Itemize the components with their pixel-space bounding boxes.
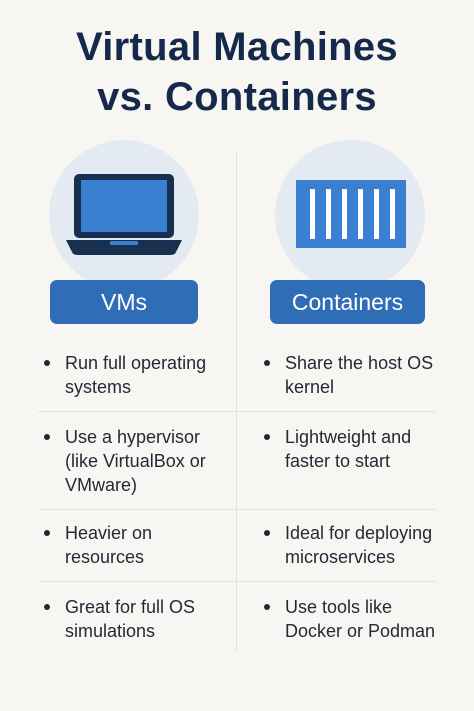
bullet-dot-icon [264, 530, 270, 536]
vms-label: VMs [50, 280, 198, 324]
bullet-dot-icon [264, 604, 270, 610]
container-bullet-item: Share the host OS kernel [264, 351, 435, 399]
vm-bullet-item: Run full operating systems [44, 351, 225, 399]
container-bullet-text: Use tools like Docker or Podman [285, 597, 436, 641]
vm-bullet-text: Run full operating systems [65, 353, 207, 397]
bullet-dot-icon [264, 360, 270, 366]
container-bullet-text: Share the host OS kernel [285, 353, 434, 397]
container-bullet-item: Ideal for deploying microservices [264, 521, 450, 569]
bullet-dot-icon [44, 360, 50, 366]
bullet-dot-icon [44, 604, 50, 610]
bullet-dot-icon [44, 530, 50, 536]
vm-bullet-item: Use a hypervisor (like VirtualBox or VMw… [44, 425, 235, 497]
container-bullet-text: Lightweight and faster to start [285, 427, 412, 471]
vm-bullet-item: Heavier on resources [44, 521, 215, 569]
vm-bullet-text: Use a hypervisor (like VirtualBox or VMw… [65, 427, 206, 495]
container-bullet-item: Use tools like Docker or Podman [264, 595, 450, 643]
title-line-2: vs. Containers [97, 75, 377, 119]
vm-bullet-item: Great for full OS simulations [44, 595, 225, 643]
row-separator [38, 411, 436, 412]
bullet-dot-icon [44, 434, 50, 440]
row-separator [38, 581, 436, 582]
column-divider [236, 152, 237, 652]
shipping-container-icon [296, 180, 406, 248]
containers-label: Containers [270, 280, 425, 324]
title-line-1: Virtual Machines [76, 25, 398, 69]
laptop-icon [66, 174, 182, 255]
vm-bullet-text: Heavier on resources [65, 523, 153, 567]
vm-bullet-text: Great for full OS simulations [65, 597, 196, 641]
container-bullet-item: Lightweight and faster to start [264, 425, 435, 473]
container-bullet-text: Ideal for deploying microservices [285, 523, 433, 567]
row-separator [38, 509, 436, 510]
bullet-dot-icon [264, 434, 270, 440]
page-title: Virtual Machines vs. Containers [0, 22, 474, 122]
